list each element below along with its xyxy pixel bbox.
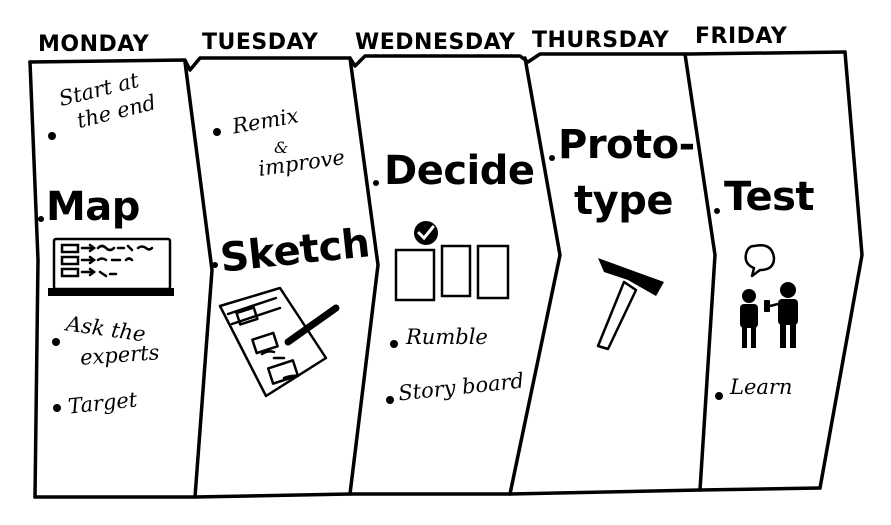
thursday-main-line2: type bbox=[574, 178, 673, 224]
bullet-dot bbox=[714, 208, 720, 214]
bullet-dot bbox=[48, 132, 56, 140]
bullet-dot bbox=[715, 392, 723, 400]
bullet-dot bbox=[38, 216, 44, 222]
bullet-dot bbox=[549, 155, 555, 161]
day-header-thursday: THURSDAY bbox=[532, 28, 670, 53]
tuesday-note-line2: & bbox=[274, 138, 289, 157]
hammer-icon bbox=[596, 258, 664, 351]
thursday-main-line1: Proto- bbox=[558, 122, 695, 168]
day-header-wednesday: WEDNESDAY bbox=[355, 30, 516, 55]
monday-main-activity: Map bbox=[46, 184, 140, 230]
bullet-dot bbox=[386, 396, 394, 404]
friday-main-activity: Test bbox=[724, 174, 815, 220]
bullet-dot bbox=[212, 262, 218, 268]
checked-options-icon bbox=[394, 221, 510, 302]
day-header-friday: FRIDAY bbox=[695, 24, 788, 49]
bullet-dot bbox=[53, 404, 61, 412]
wednesday-main-activity: Decide bbox=[384, 148, 535, 194]
monday-bullet1-line2: experts bbox=[79, 340, 161, 370]
map-board-icon bbox=[48, 237, 174, 296]
bullet-dot bbox=[390, 340, 398, 348]
day-header-tuesday: TUESDAY bbox=[202, 30, 319, 55]
bullet-dot bbox=[213, 128, 221, 136]
sketch-paper-icon bbox=[218, 286, 340, 398]
people-speech-icon bbox=[740, 244, 798, 348]
friday-bullet1: Learn bbox=[730, 375, 793, 399]
day-header-monday: MONDAY bbox=[38, 32, 150, 57]
bullet-dot bbox=[52, 338, 60, 346]
wednesday-bullet1: Rumble bbox=[406, 325, 488, 349]
bullet-dot bbox=[373, 180, 379, 186]
